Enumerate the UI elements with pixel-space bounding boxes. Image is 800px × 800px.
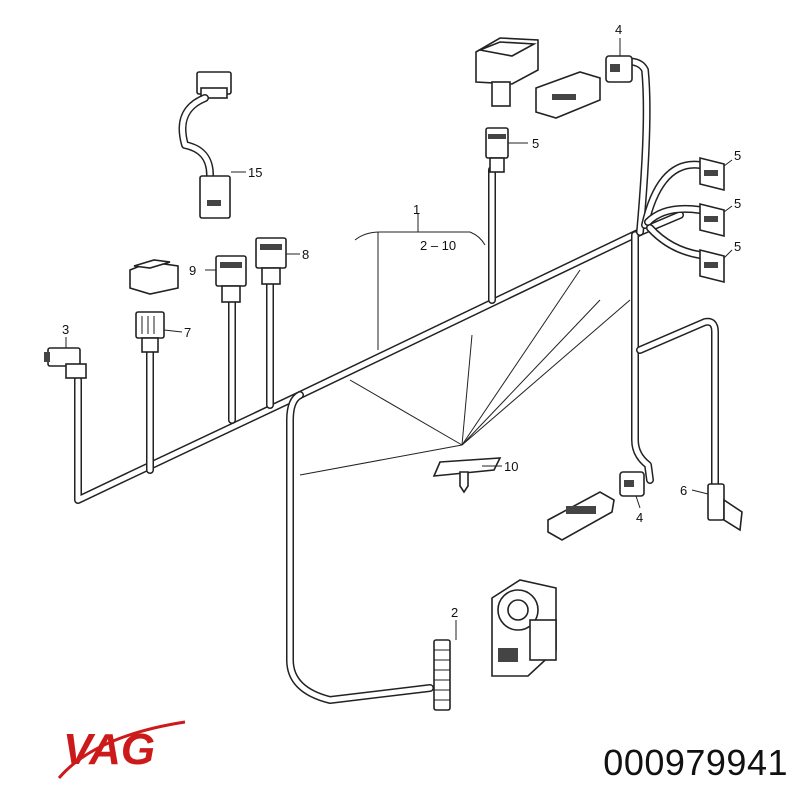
leader-lines [65, 38, 733, 640]
callout-6: 6 [680, 483, 687, 498]
connector-5-right-a [699, 156, 725, 192]
callout-15: 15 [248, 165, 262, 180]
switch-block-top [475, 37, 539, 107]
connector-4-top [535, 55, 633, 119]
vag-logo: VAG [57, 720, 186, 779]
part-number: 000979941 [603, 742, 788, 783]
callout-9: 9 [189, 263, 196, 278]
callout-5-right-b: 5 [734, 196, 741, 211]
callout-labels: 15 9 8 7 3 1 2 – 10 5 4 5 5 5 10 6 4 2 [62, 22, 741, 620]
callout-4-bottom: 4 [636, 510, 643, 525]
callout-8: 8 [302, 247, 309, 262]
callout-5-right-a: 5 [734, 148, 741, 163]
window-regulator-motor [491, 579, 557, 677]
connector-4-bottom [547, 471, 645, 541]
connector-3 [44, 347, 87, 379]
branch-connector-4-bottom [631, 231, 654, 484]
connector-7 [135, 311, 165, 353]
branch-connector-4-top [621, 57, 651, 236]
group-bracket [354, 214, 486, 350]
callout-10: 10 [504, 459, 518, 474]
branches-connectors-5-right [641, 160, 704, 259]
callout-4-top: 4 [615, 22, 622, 37]
callout-7: 7 [184, 325, 191, 340]
callout-3: 3 [62, 322, 69, 337]
callout-2: 2 [451, 605, 458, 620]
connector-8 [255, 237, 287, 285]
callout-2-10: 2 – 10 [420, 238, 456, 253]
connector-5-right-c [699, 248, 725, 284]
switch-left [129, 259, 179, 295]
connector-5-top [485, 127, 509, 173]
clip-10 [432, 457, 502, 494]
callout-1: 1 [413, 202, 420, 217]
branch-connector-6 [636, 317, 719, 489]
connector-9 [215, 255, 247, 303]
harness-trunk [74, 211, 684, 504]
internal-leads [299, 269, 631, 476]
connector-5-right-b [699, 202, 725, 238]
callout-5-top: 5 [532, 136, 539, 151]
logo-swoosh-icon [57, 720, 186, 779]
connector-15 [178, 71, 232, 219]
callout-5-right-c: 5 [734, 239, 741, 254]
branch-window-motor [286, 391, 434, 704]
connector-2 [433, 639, 451, 711]
connector-6 [707, 483, 743, 532]
logo-text: VAG [63, 725, 155, 774]
